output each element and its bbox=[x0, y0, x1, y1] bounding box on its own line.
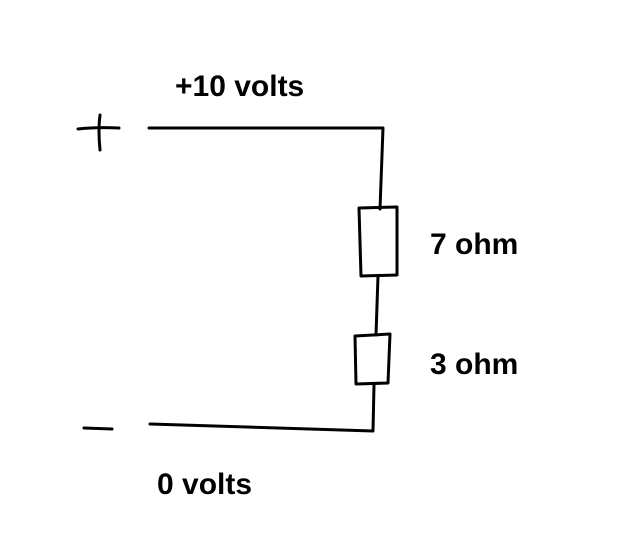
positive-terminal-symbol bbox=[76, 113, 121, 152]
middle-wire bbox=[374, 274, 380, 337]
resistor-7-ohm bbox=[357, 205, 399, 278]
negative-terminal-symbol bbox=[82, 426, 114, 431]
resistor-2-label: 3 ohm bbox=[430, 348, 519, 381]
top-wire bbox=[147, 126, 385, 211]
resistor-3-ohm bbox=[353, 332, 392, 386]
bottom-wire bbox=[148, 383, 376, 433]
positive-voltage-label: +10 volts bbox=[175, 70, 305, 103]
ground-voltage-label: 0 volts bbox=[157, 468, 253, 501]
resistor-1-label: 7 ohm bbox=[430, 228, 519, 261]
